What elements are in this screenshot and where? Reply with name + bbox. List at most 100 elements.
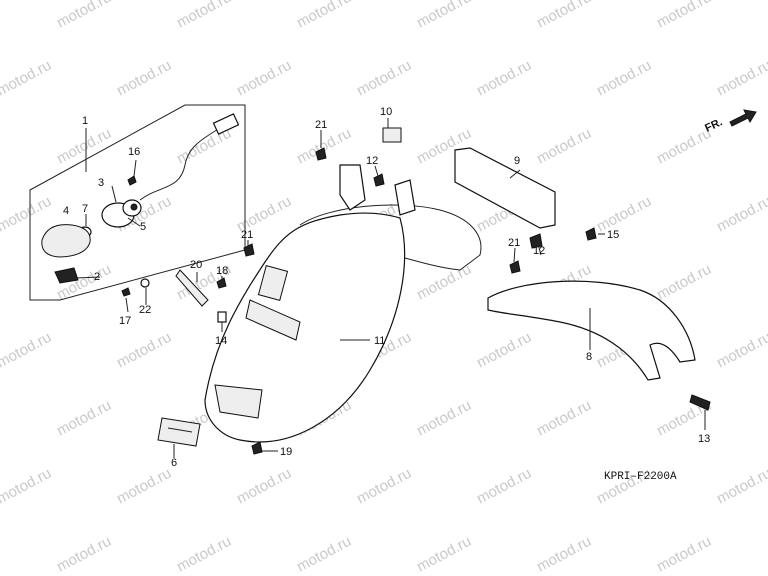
watermark-text: motod.ru [114, 465, 174, 508]
watermark-text: motod.ru [54, 0, 114, 32]
callout-21-left: 21 [241, 229, 253, 241]
diagram-code: KPRI–F2200A [604, 471, 677, 483]
screw-16 [127, 175, 137, 186]
watermark-text: motod.ru [54, 125, 114, 168]
screw-17 [121, 287, 131, 297]
callout-14: 14 [215, 335, 227, 347]
callout-22: 22 [139, 304, 151, 316]
fr-arrow-icon [729, 109, 757, 127]
callout-12-right: 12 [533, 245, 545, 257]
callout-20: 20 [190, 259, 202, 271]
watermark-text: motod.ru [414, 397, 474, 440]
callout-17: 17 [119, 315, 131, 327]
callout-6: 6 [171, 457, 177, 469]
watermark-text: motod.ru [294, 533, 354, 576]
watermark-text: motod.ru [354, 465, 414, 508]
watermark-text: motod.ru [654, 0, 714, 32]
reflector [54, 267, 79, 284]
fender-mount [257, 265, 289, 301]
front-direction-indicator: FR. [703, 109, 757, 135]
fender-body [204, 212, 406, 443]
callout-4: 4 [63, 205, 69, 217]
callout-5: 5 [140, 221, 146, 233]
watermark-text: motod.ru [414, 533, 474, 576]
callout-12-top: 12 [366, 155, 378, 167]
callout-13: 13 [698, 433, 710, 445]
watermark-text: motod.ru [114, 57, 174, 100]
connector [212, 113, 240, 135]
watermark-text: motod.ru [474, 329, 534, 372]
watermark-text: motod.ru [594, 193, 654, 236]
callout-labels: 1 2 3 4 5 6 7 8 9 10 11 12 12 13 14 15 1… [63, 106, 710, 469]
watermark-text: motod.ru [54, 397, 114, 440]
watermark-text: motod.ru [654, 261, 714, 304]
nut-12-top [373, 173, 385, 187]
callout-10: 10 [380, 106, 392, 118]
watermark-text: motod.ru [534, 125, 594, 168]
clip-14 [217, 311, 227, 323]
watermark-text: motod.ru [414, 0, 474, 32]
callout-16: 16 [128, 146, 140, 158]
reflector-20 [175, 269, 209, 307]
taillight-assembly [29, 104, 246, 301]
rear-fender [204, 164, 482, 443]
callout-7: 7 [82, 203, 88, 215]
leader-lines [75, 118, 706, 458]
fender-bracket-right [394, 179, 416, 216]
screw-19 [251, 441, 263, 455]
watermark-text: motod.ru [534, 397, 594, 440]
callout-3: 3 [98, 177, 104, 189]
watermark-text: motod.ru [654, 125, 714, 168]
callout-9: 9 [514, 155, 520, 167]
watermark-text: motod.ru [0, 57, 54, 100]
watermark-text: motod.ru [594, 57, 654, 100]
fr-label: FR. [703, 116, 724, 134]
callout-21-right: 21 [508, 237, 520, 249]
watermark-text: motod.ru [474, 465, 534, 508]
watermark-text: motod.ru [654, 533, 714, 576]
license-light [157, 417, 201, 447]
watermark-text: motod.ru [714, 57, 768, 100]
callout-18: 18 [216, 265, 228, 277]
callout-1: 1 [82, 115, 88, 127]
inner-fender [487, 280, 696, 381]
callout-19: 19 [280, 446, 292, 458]
bolt-21-left [243, 243, 255, 257]
watermark-text: motod.ru [0, 465, 54, 508]
watermark-text: motod.ru [714, 465, 768, 508]
license-light-detail [167, 427, 193, 433]
wire-harness [139, 127, 221, 201]
rubber-10 [382, 127, 402, 143]
watermark-text: motod.ru [0, 329, 54, 372]
bolt-21-right [509, 260, 521, 274]
watermark-text: motod.ru [174, 0, 234, 32]
socket-center [130, 203, 138, 211]
callout-21-top: 21 [315, 119, 327, 131]
callout-11: 11 [374, 335, 385, 347]
lens [41, 224, 91, 258]
watermark-text: motod.ru [534, 533, 594, 576]
callout-15: 15 [607, 229, 619, 241]
washer-22 [140, 278, 150, 288]
fender-bracket-left [339, 164, 366, 211]
watermark-text: motod.ru [54, 533, 114, 576]
watermark-text: motod.ru [234, 465, 294, 508]
license-plate-recess [214, 384, 263, 419]
watermark-text: motod.ru [714, 193, 768, 236]
watermark-text: motod.ru [294, 125, 354, 168]
plate-bracket [454, 147, 556, 229]
fender-reflector-slot [245, 299, 301, 341]
watermark-text: motod.ru [354, 57, 414, 100]
bolt-15 [585, 227, 597, 241]
callout-8: 8 [586, 351, 592, 363]
bolt-13 [689, 394, 711, 411]
watermark-text: motod.ru [114, 329, 174, 372]
watermark-text: motod.ru [174, 533, 234, 576]
watermark-text: motod.ru [474, 57, 534, 100]
bolt-21-top [315, 147, 327, 161]
watermark-text: motod.ru [294, 0, 354, 32]
watermark-text: motod.ru [714, 329, 768, 372]
callout-2: 2 [94, 271, 100, 283]
